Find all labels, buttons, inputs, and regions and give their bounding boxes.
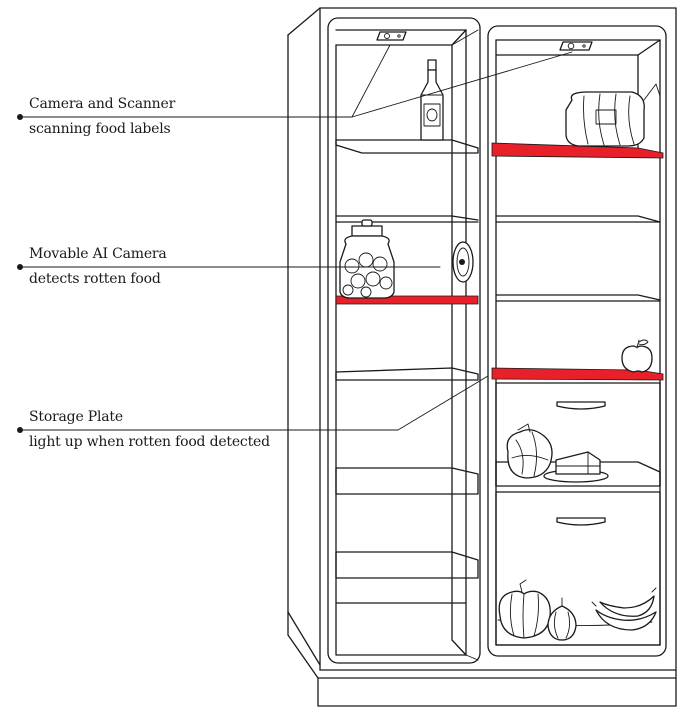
callout-title-camera-scanner: Camera and Scanner bbox=[29, 96, 175, 113]
callout-desc-storage-plate: light up when rotten food detected bbox=[29, 434, 270, 451]
camera-scanner-icon bbox=[377, 32, 592, 50]
cookie-jar-icon bbox=[340, 220, 394, 298]
left-compartment bbox=[328, 18, 480, 663]
apple-icon bbox=[622, 340, 652, 372]
callout-desc-camera-scanner: scanning food labels bbox=[29, 121, 171, 138]
cake-slice-icon bbox=[544, 452, 608, 482]
bread-icon bbox=[566, 84, 660, 146]
pumpkin-icon bbox=[499, 580, 550, 638]
callout-title-storage-plate: Storage Plate bbox=[29, 409, 123, 426]
callout-desc-ai-camera: detects rotten food bbox=[29, 271, 161, 288]
onion-icon bbox=[548, 598, 576, 640]
left-shelves bbox=[336, 140, 478, 603]
banana-icon bbox=[592, 588, 656, 630]
ai-camera-icon bbox=[453, 242, 473, 282]
callout-title-ai-camera: Movable AI Camera bbox=[29, 246, 167, 263]
sauce-bottle-icon bbox=[421, 60, 443, 140]
cabbage-icon bbox=[507, 424, 552, 478]
